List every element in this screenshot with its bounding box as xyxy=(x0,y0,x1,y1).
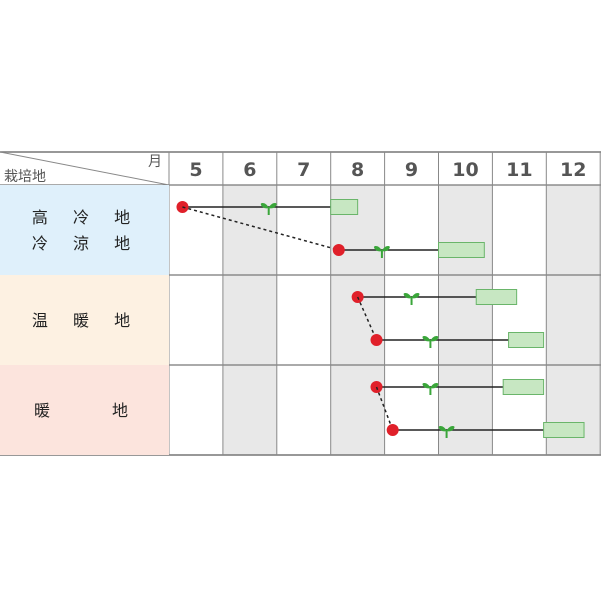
region-label-cold: 冷 涼 地 xyxy=(32,234,140,253)
harvest-bar xyxy=(330,199,359,215)
sowing-dot xyxy=(386,424,399,436)
harvest-bar xyxy=(438,242,485,258)
region-cell-hot xyxy=(0,365,169,455)
region-label-cold: 高 冷 地 xyxy=(32,208,140,227)
month-label-5: 5 xyxy=(189,159,202,181)
sprout-icon xyxy=(403,293,420,305)
sowing-dot xyxy=(332,244,345,256)
shaded-column-12 xyxy=(546,185,601,455)
corner-region-label: 栽培地 xyxy=(4,169,46,185)
sprout-icon xyxy=(422,383,439,395)
sprout-icon xyxy=(373,246,390,258)
month-label-11: 11 xyxy=(506,159,532,181)
region-label-hot: 暖 地 xyxy=(34,401,138,420)
region-label-warm: 温 暖 地 xyxy=(32,311,140,330)
corner-diagonal xyxy=(0,151,170,186)
shaded-column-8 xyxy=(330,185,385,455)
sprout-icon xyxy=(438,426,455,438)
sprout-icon xyxy=(422,336,439,348)
sowing-connector xyxy=(375,386,394,431)
sowing-dot xyxy=(370,334,383,346)
month-label-9: 9 xyxy=(405,159,418,181)
harvest-bar xyxy=(508,332,545,348)
shaded-column-10 xyxy=(438,185,493,455)
region-cell-cold xyxy=(0,185,169,275)
corner-month-label: 月 xyxy=(148,154,162,170)
month-label-8: 8 xyxy=(351,159,364,181)
harvest-bar xyxy=(543,422,585,438)
region-cell-warm xyxy=(0,275,169,365)
harvest-bar xyxy=(502,379,545,395)
month-label-10: 10 xyxy=(452,159,478,181)
month-label-12: 12 xyxy=(560,159,586,181)
shaded-column-6 xyxy=(222,185,277,455)
sprout-icon xyxy=(260,203,277,215)
month-label-6: 6 xyxy=(243,159,256,181)
harvest-bar xyxy=(475,289,518,305)
sowing-connector xyxy=(356,296,378,341)
month-label-7: 7 xyxy=(297,159,310,181)
